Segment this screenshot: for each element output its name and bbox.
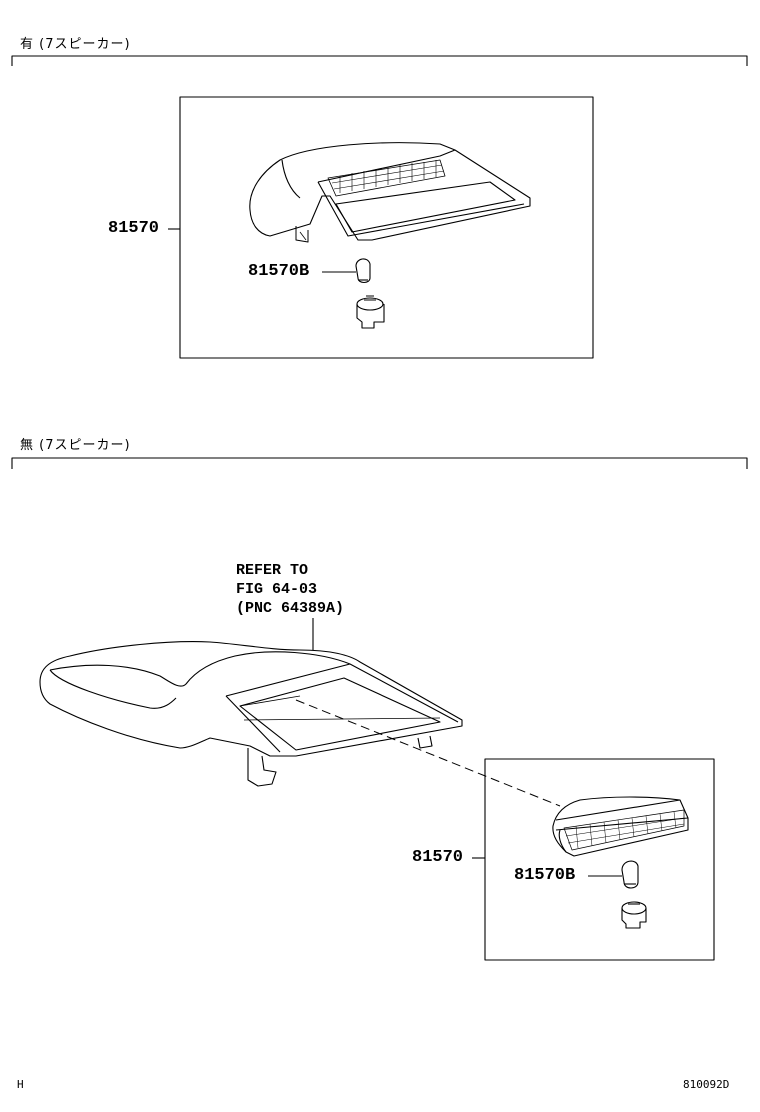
section1-callout-box (179, 96, 594, 359)
socket-s1 (356, 295, 385, 329)
part-number-81570-s1[interactable]: 81570 (108, 219, 160, 238)
refer-to-figure-note[interactable]: REFER TO FIG 64-03 (PNC 64389A) (236, 562, 345, 617)
bulb-s1 (355, 258, 371, 284)
spoiler-body-s2 (39, 641, 463, 787)
section2-callout-box (484, 758, 715, 961)
stop-lamp-assembly-s2 (552, 796, 689, 857)
part-number-81570b-s1[interactable]: 81570B (248, 262, 310, 281)
bulb-s2 (621, 860, 639, 889)
stop-lamp-assembly-s1 (249, 142, 531, 243)
section2-bracket (11, 457, 748, 469)
section1-heading: 有 (7スピーカー) (20, 37, 131, 52)
location-dash-line (295, 699, 561, 807)
part-number-81570b-s2[interactable]: 81570B (514, 866, 576, 885)
section1-bracket (11, 55, 748, 66)
section2-heading: 無 (7スピーカー) (20, 438, 131, 453)
footer-left-code: H (17, 1078, 24, 1091)
part-number-81570-s2[interactable]: 81570 (412, 848, 464, 867)
figure-id: 810092D (683, 1078, 730, 1091)
socket-s2 (621, 901, 647, 929)
